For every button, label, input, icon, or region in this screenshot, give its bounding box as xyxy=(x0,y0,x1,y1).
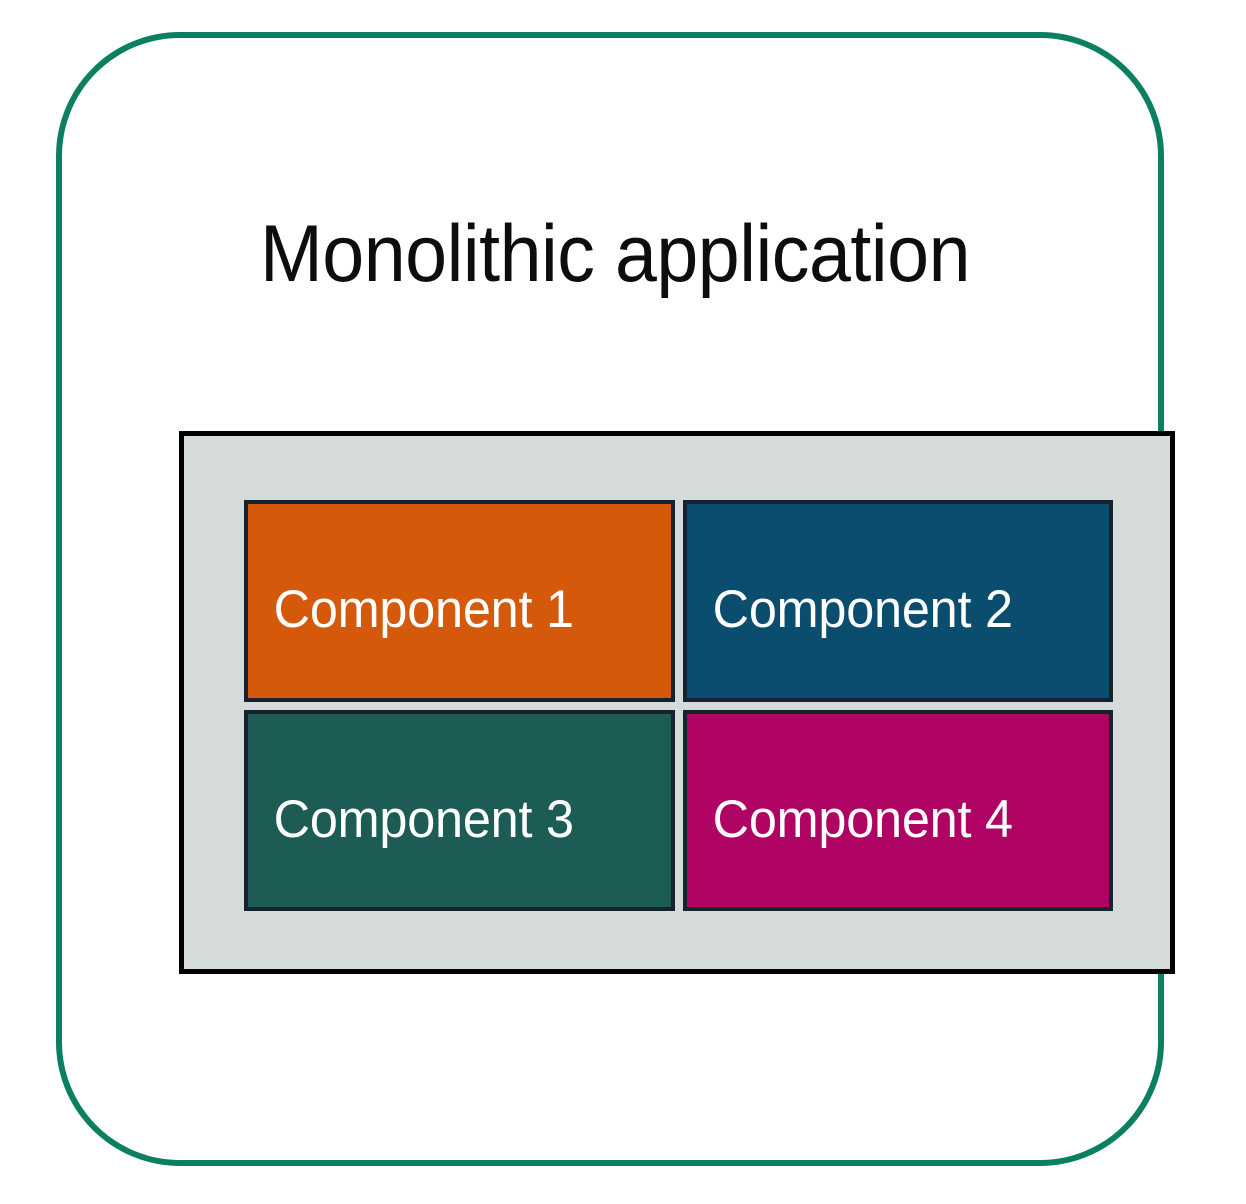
component-box-3-label: Component 3 xyxy=(273,789,574,849)
component-box-3[interactable]: Component 3 xyxy=(244,709,675,911)
monolithic-application-container: Monolithic application Component 1 Compo… xyxy=(56,32,1175,1166)
component-box-4-label: Component 4 xyxy=(712,789,1013,849)
component-grid: Component 1 Component 2 Component 3 Comp… xyxy=(244,500,1113,911)
component-box-1-label: Component 1 xyxy=(273,580,574,640)
component-panel: Component 1 Component 2 Component 3 Comp… xyxy=(179,431,1175,974)
component-box-1[interactable]: Component 1 xyxy=(244,500,675,702)
page-title: Monolithic application xyxy=(260,209,971,299)
component-box-2-label: Component 2 xyxy=(712,580,1013,640)
component-box-4[interactable]: Component 4 xyxy=(682,709,1113,911)
component-box-2[interactable]: Component 2 xyxy=(682,500,1113,702)
